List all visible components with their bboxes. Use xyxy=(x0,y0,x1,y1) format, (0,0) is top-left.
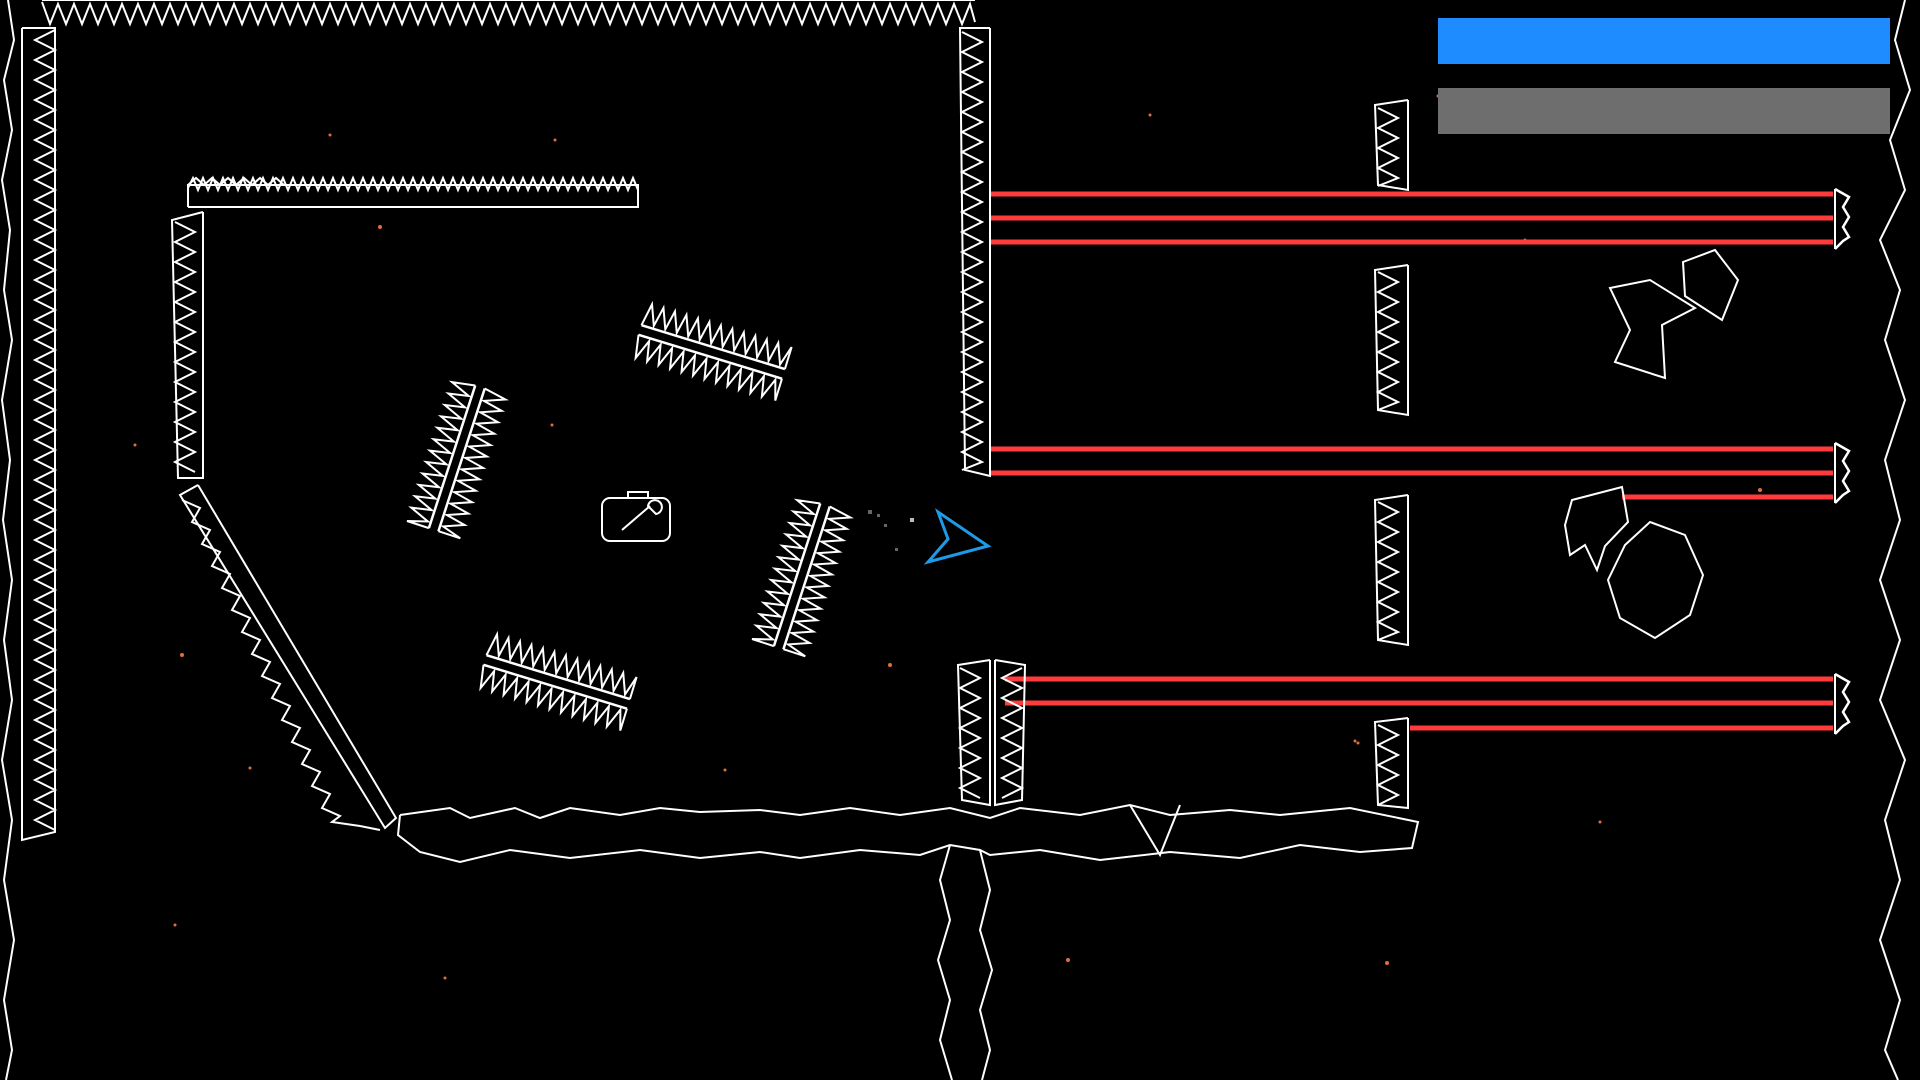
starfield xyxy=(133,94,1762,980)
laser-emitter-icon xyxy=(1833,441,1851,505)
rotating-spike-bars xyxy=(405,301,853,732)
asteroid-icon xyxy=(1681,248,1740,322)
asteroid-icon xyxy=(1606,520,1705,640)
laser-emitter-icon xyxy=(1833,187,1851,251)
asteroid-icon xyxy=(1608,278,1698,380)
shield-bar xyxy=(1438,18,1890,64)
spike-hazard-icon xyxy=(958,27,991,478)
boost-bar-fill xyxy=(1438,88,1890,134)
spike-hazard-icon xyxy=(1373,99,1409,810)
asteroids xyxy=(1563,248,1740,640)
exhaust-particles xyxy=(868,510,914,551)
spike-hazard-icon xyxy=(630,301,793,402)
spike-hazard-icon xyxy=(475,631,638,732)
laser-emitters xyxy=(1833,187,1851,736)
spike-hazard-icon xyxy=(178,484,398,831)
boost-bar xyxy=(1438,88,1890,134)
spike-hazard-icon xyxy=(21,27,58,842)
arrowhead-ship-icon[interactable] xyxy=(923,508,992,565)
laser-emitter-icon xyxy=(1833,672,1851,736)
asteroid-icon xyxy=(1563,485,1630,573)
wrench-toolbox-icon[interactable] xyxy=(601,491,671,542)
spike-hazard-icon xyxy=(187,175,639,208)
laser-beams xyxy=(990,191,1833,731)
spike-hazard-icon xyxy=(170,211,204,479)
spike-hazard-icon xyxy=(750,495,853,658)
spike-hazard-icon xyxy=(405,377,508,540)
spike-hazard-icon xyxy=(41,0,976,27)
spike-hazard-icon xyxy=(956,659,1027,807)
shield-bar-fill xyxy=(1438,18,1890,64)
